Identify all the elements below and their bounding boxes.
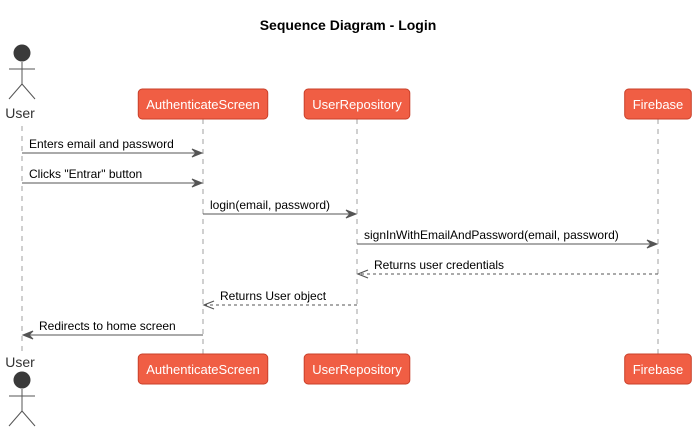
message-label: Returns User object — [220, 289, 327, 303]
arrowhead-icon — [21, 330, 34, 340]
arrowhead-icon — [191, 178, 204, 188]
participant-label: UserRepository — [312, 97, 402, 112]
message-label: Clicks "Entrar" button — [29, 167, 142, 181]
arrowhead-icon — [345, 209, 358, 219]
participant-label: Firebase — [633, 362, 684, 377]
participant-label: UserRepository — [312, 362, 402, 377]
message-label: Returns user credentials — [374, 258, 504, 272]
participant-box — [624, 353, 692, 385]
participant-label: Firebase — [633, 97, 684, 112]
message-label: Redirects to home screen — [39, 319, 176, 333]
message-6: Returns User object — [202, 289, 357, 310]
message-5: Returns user credentials — [356, 258, 658, 279]
arrowhead-icon — [191, 148, 204, 158]
participant-firebase-bottom: Firebase — [624, 353, 692, 385]
actor-label: User — [5, 105, 35, 121]
message-label: Enters email and password — [29, 137, 174, 151]
arrowhead-icon — [202, 300, 215, 310]
participant-box — [303, 353, 411, 385]
message-3: login(email, password) — [203, 198, 358, 219]
participant-firebase-top: Firebase — [624, 88, 692, 120]
actor-figure-icon — [8, 371, 36, 427]
arrowhead-icon — [356, 269, 369, 279]
actor-label: User — [5, 354, 35, 370]
actor-user-bottom: User — [5, 354, 36, 427]
participant-repo-bottom: UserRepository — [303, 353, 411, 385]
message-1: Enters email and password — [22, 137, 204, 158]
actor-user-top: User — [5, 44, 36, 121]
diagram-title: Sequence Diagram - Login — [260, 17, 437, 33]
participant-repo-top: UserRepository — [303, 88, 411, 120]
participant-box — [303, 88, 411, 120]
message-label: signInWithEmailAndPassword(email, passwo… — [364, 228, 619, 242]
message-2: Clicks "Entrar" button — [22, 167, 204, 188]
participant-auth-top: AuthenticateScreen — [137, 88, 269, 120]
participant-box — [137, 353, 269, 385]
participant-box — [624, 88, 692, 120]
lifelines — [21, 119, 659, 354]
participant-label: AuthenticateScreen — [146, 97, 259, 112]
message-4: signInWithEmailAndPassword(email, passwo… — [357, 228, 659, 249]
message-7: Redirects to home screen — [21, 319, 203, 340]
message-label: login(email, password) — [210, 198, 330, 212]
arrowhead-icon — [646, 239, 659, 249]
participant-box — [137, 88, 269, 120]
actor-figure-icon — [8, 44, 36, 100]
participants-top: User AuthenticateScreen UserRepository Fire… — [5, 44, 692, 121]
participant-label: AuthenticateScreen — [146, 362, 259, 377]
participant-auth-bottom: AuthenticateScreen — [137, 353, 269, 385]
